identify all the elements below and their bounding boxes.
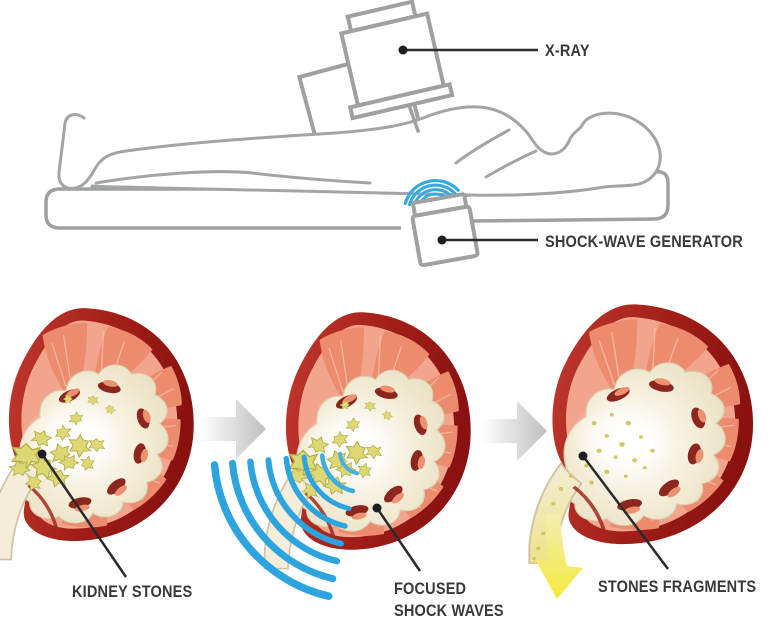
fragments-pointer	[578, 451, 669, 570]
kidney-stones-label: KIDNEY STONES	[72, 583, 193, 601]
shock-wave-generator-device	[410, 192, 480, 268]
stage-arrow-1	[200, 399, 266, 459]
xray-device	[338, 0, 455, 134]
focused-shock-waves-label-line1: FOCUSED	[394, 580, 467, 598]
shock-wave-generator-label: SHOCK-WAVE GENERATOR	[545, 233, 743, 251]
kidney-stage-2-shockwaves	[263, 311, 472, 570]
focused-shock-waves	[210, 451, 360, 600]
kidney-stage-1-stones	[0, 307, 195, 561]
stones-fragments-label: STONES FRAGMENTS	[598, 578, 757, 596]
stone-passage-arrow	[535, 514, 583, 599]
stage-arrow-2	[481, 401, 547, 461]
focused-shock-waves-label: FOCUSED SHOCK WAVES	[394, 578, 504, 622]
xray-label: X-RAY	[545, 42, 590, 60]
patient-outline	[57, 105, 662, 197]
generator-pointer-line	[437, 235, 538, 245]
kidney-stage-3-fragments	[528, 303, 754, 565]
kidney-stones-pointer	[37, 449, 128, 578]
xray-pointer-line	[398, 45, 538, 55]
focused-shock-waves-label-line2: SHOCK WAVES	[394, 602, 504, 620]
focused-waves-pointer	[372, 503, 422, 572]
